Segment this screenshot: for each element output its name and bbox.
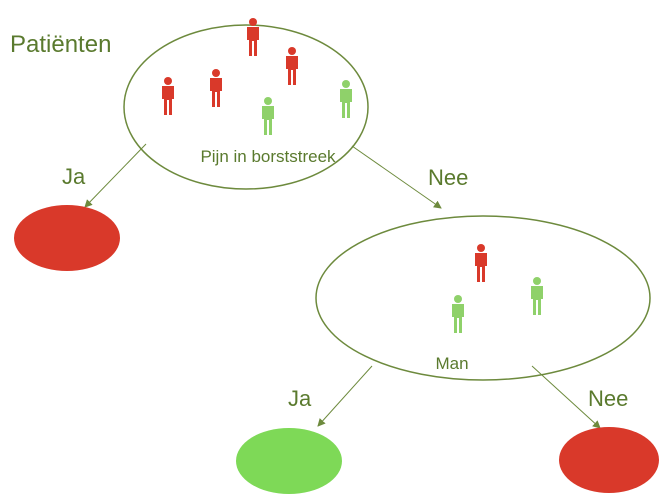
leaf-node2-yes (236, 428, 342, 494)
person-icon-green (262, 97, 274, 135)
root-title: Patiënten (10, 31, 111, 58)
branch-node2-yes-label: Ja (288, 386, 312, 411)
person-icon-green (340, 80, 352, 118)
branch-node2-no-label: Nee (588, 386, 628, 411)
person-icon-red (210, 69, 222, 107)
person-icon-green (452, 295, 464, 333)
person-icon-red (247, 18, 259, 56)
branch-root-no-label: Nee (428, 165, 468, 190)
branch-node2-no-arrow (531, 365, 601, 429)
node2-figures (452, 244, 543, 333)
leaf-node2-no (559, 427, 659, 493)
root-figures (162, 18, 352, 135)
branch-root-yes-label: Ja (62, 164, 86, 189)
person-icon-red (162, 77, 174, 115)
branch-root-no-arrow (351, 145, 442, 209)
root-question: Pijn in borststreek (200, 147, 336, 166)
leaf-root-yes (14, 205, 120, 271)
node2-ellipse (315, 215, 651, 381)
node2-question: Man (435, 354, 468, 373)
branch-root-yes-arrow (84, 143, 147, 208)
person-icon-red (475, 244, 487, 282)
branch-node2-yes-arrow (317, 365, 373, 427)
person-icon-green (531, 277, 543, 315)
root-node-ellipse (123, 24, 369, 190)
person-icon-red (286, 47, 298, 85)
